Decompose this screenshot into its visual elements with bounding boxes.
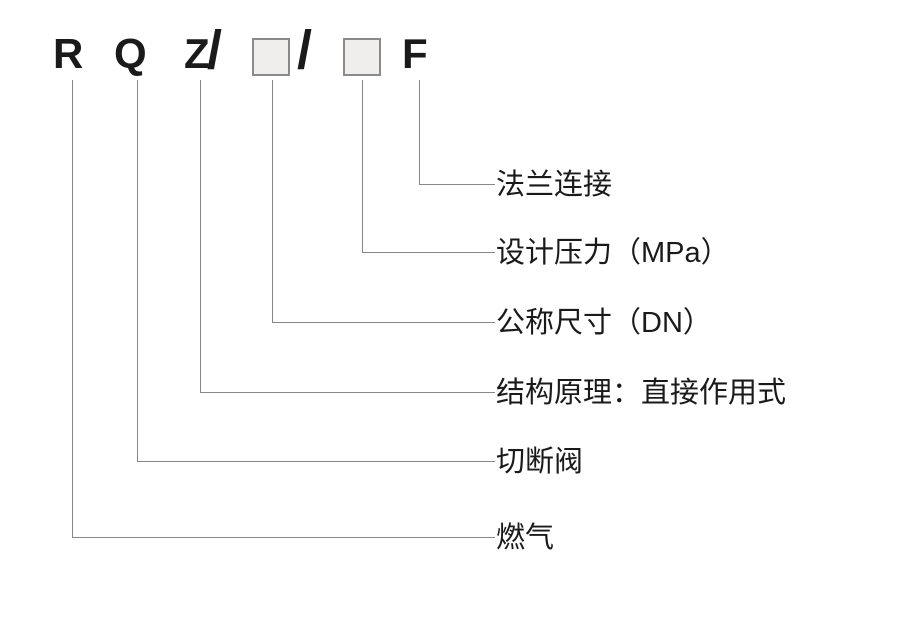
code-slash-1: /	[207, 20, 223, 80]
code-box-dn	[252, 38, 290, 76]
connector-f-to-flange-label	[419, 80, 495, 185]
label-nominal-size: 公称尺寸（DN）	[496, 307, 712, 339]
code-slash-2: /	[297, 20, 313, 80]
connector-r-to-gas-label	[72, 80, 495, 538]
code-letter-q: Q	[114, 30, 147, 77]
label-design-pressure: 设计压力（MPa）	[496, 237, 730, 269]
label-structure-principle: 结构原理：直接作用式	[496, 377, 787, 409]
label-gas: 燃气	[496, 522, 555, 554]
connector-box1-to-size-label	[272, 80, 495, 323]
code-letter-f: F	[402, 30, 428, 77]
label-flange-connection: 法兰连接	[496, 169, 613, 201]
connector-box2-to-pressure-label	[362, 80, 495, 253]
code-letter-r: R	[53, 30, 84, 77]
connector-q-to-valve-label	[137, 80, 495, 462]
code-letter-z: Z	[184, 30, 210, 77]
connector-z-to-principle-label	[200, 80, 495, 393]
label-shutoff-valve: 切断阀	[496, 446, 584, 478]
code-box-mpa	[343, 38, 381, 76]
